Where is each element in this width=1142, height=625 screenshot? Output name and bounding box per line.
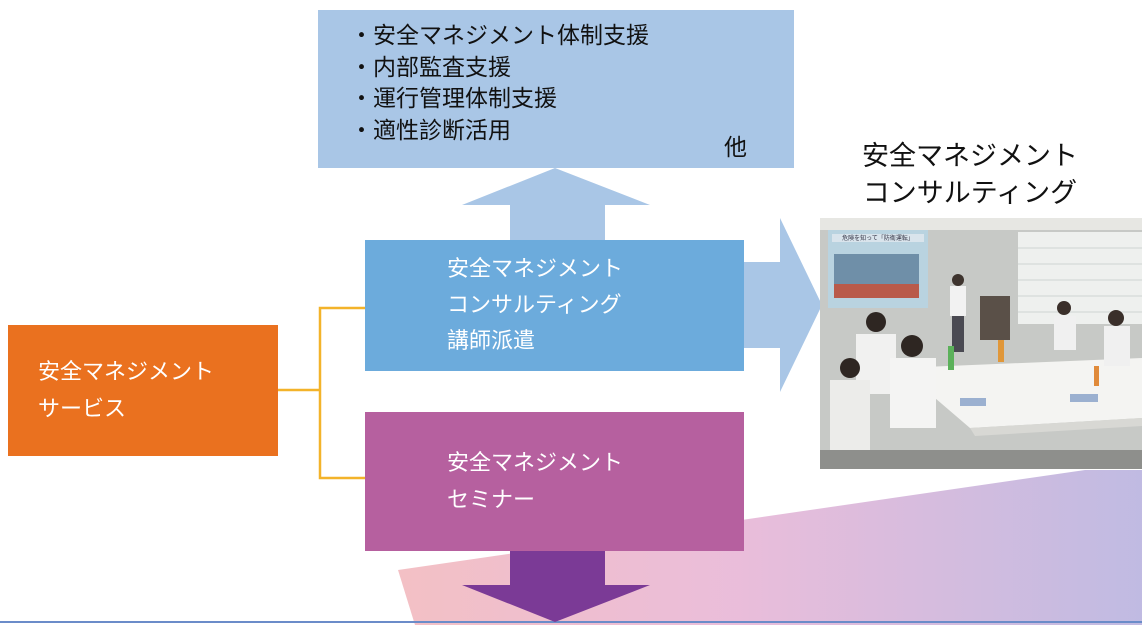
service-box-line: 安全マネジメント: [38, 359, 215, 385]
seminar-box: 安全マネジメント セミナー: [365, 412, 744, 551]
support-item: ・運行管理体制支援: [350, 86, 557, 112]
consulting-box: 安全マネジメント コンサルティング 講師派遣: [365, 240, 744, 371]
support-item: ・安全マネジメント体制支援: [350, 23, 649, 49]
right-arrow: [744, 218, 822, 392]
photo-caption-line: 安全マネジメント: [862, 141, 1078, 172]
consulting-box-line: 講師派遣: [447, 328, 536, 354]
connector-line: [318, 306, 365, 480]
support-list: ・安全マネジメント体制支援 ・内部監査支援 ・運行管理体制支援 ・適性診断活用: [318, 10, 794, 147]
service-box-line: サービス: [38, 396, 127, 422]
support-list-box: ・安全マネジメント体制支援 ・内部監査支援 ・運行管理体制支援 ・適性診断活用 …: [318, 10, 794, 168]
up-arrow: [462, 168, 650, 240]
support-item: ・適性診断活用: [350, 117, 511, 144]
screen-text: 危険を知って「防衛運転」: [842, 234, 914, 242]
photo-caption: 安全マネジメント コンサルティング: [830, 138, 1110, 212]
photo-caption-line: コンサルティング: [862, 178, 1078, 209]
seminar-box-line: 安全マネジメント: [447, 450, 624, 476]
consulting-box-line: 安全マネジメント: [447, 256, 624, 282]
support-item: ・内部監査支援: [350, 54, 511, 81]
seminar-box-line: セミナー: [447, 487, 536, 513]
consulting-box-line: コンサルティング: [447, 292, 622, 318]
consulting-photo: 危険を知って「防衛運転」: [820, 218, 1142, 469]
down-arrow: [462, 551, 650, 622]
service-box: 安全マネジメント サービス: [8, 325, 278, 456]
support-other-label: 他: [724, 135, 747, 161]
